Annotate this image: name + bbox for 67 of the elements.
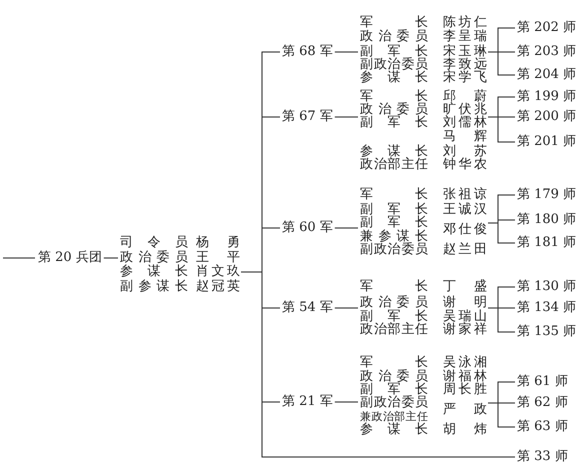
division-label: 第 204 师	[517, 68, 576, 82]
army-label: 第 67 军	[282, 110, 333, 124]
person-name: 李呈瑞	[443, 30, 487, 44]
army-label: 第 54 军	[282, 301, 333, 315]
job-title: 副军长	[360, 116, 428, 130]
job-title: 政治委员	[360, 30, 428, 44]
job-title: 军长	[360, 280, 428, 294]
connector-line	[334, 116, 358, 118]
job-title: 军长	[360, 188, 428, 202]
person-name: 陈坊仁	[443, 16, 487, 30]
person-name: 谢家祥	[443, 323, 487, 337]
person-name: 杨勇	[196, 236, 240, 250]
job-title: 副政治委员兼政治部主任	[360, 396, 428, 423]
person-name: 宋学飞	[443, 71, 487, 85]
person-name: 严政	[443, 403, 487, 417]
division-label: 第 201 师	[517, 135, 576, 149]
division-label: 第 179 师	[517, 188, 576, 202]
job-title: 参谋长	[120, 265, 188, 279]
job-title: 政治部主任	[360, 323, 428, 337]
person-name: 谢明	[443, 296, 487, 310]
job-title: 副参谋长	[120, 280, 188, 294]
division-label: 第 199 师	[517, 90, 576, 104]
person-name: 周长胜	[443, 383, 487, 397]
person-name: 刘苏	[443, 145, 487, 159]
person-name: 赵冠英	[196, 280, 240, 294]
unit-label: 第 20 兵团	[38, 251, 102, 265]
job-title: 参谋长	[360, 423, 428, 437]
army-label: 第 60 军	[282, 221, 333, 235]
division-label: 第 203 师	[517, 45, 576, 59]
job-title: 军长	[360, 16, 428, 30]
connector-line	[488, 308, 516, 332]
person-name: 赵兰田	[443, 243, 487, 257]
division-label: 第 130 师	[517, 280, 576, 294]
person-name: 钟华农	[443, 158, 487, 172]
division-label: 第 135 师	[517, 325, 576, 339]
person-name: 刘儒林	[443, 116, 487, 130]
person-name: 丁盛	[443, 280, 487, 294]
connector-line	[240, 272, 516, 458]
division-label: 第 181 师	[517, 236, 576, 250]
person-name: 吴泳湘	[443, 356, 487, 370]
person-name: 王诚汉	[443, 203, 487, 217]
division-label: 第 180 师	[517, 213, 576, 227]
division-label: 第 62 师	[517, 396, 568, 410]
army-label: 第 21 军	[282, 395, 333, 409]
person-name: 王平	[196, 251, 240, 265]
person-name: 张祖谅	[443, 188, 487, 202]
job-title: 政治委员	[120, 251, 188, 265]
division-label: 第 33 师	[517, 450, 568, 464]
person-name: 邓仕俊	[443, 223, 487, 237]
division-label: 第 134 师	[517, 301, 576, 315]
job-title: 司令员	[120, 236, 188, 250]
job-title: 政治委员	[360, 296, 428, 310]
connector-line	[488, 402, 516, 428]
person-name: 马辉	[443, 130, 487, 144]
army-label: 第 68 军	[282, 45, 333, 59]
division-label: 第 61 师	[517, 375, 568, 389]
division-label: 第 63 师	[517, 420, 568, 434]
person-name: 肖文玖	[196, 265, 240, 279]
division-label: 第 200 师	[517, 110, 576, 124]
job-title: 副政治委员	[360, 243, 428, 257]
job-title: 政治部主任	[360, 158, 428, 172]
person-name: 胡炜	[443, 423, 487, 437]
division-label: 第 202 师	[517, 21, 576, 35]
connector-line	[488, 52, 516, 76]
job-title: 军长	[360, 356, 428, 370]
connector-line	[488, 222, 516, 244]
job-title: 参谋长	[360, 71, 428, 85]
